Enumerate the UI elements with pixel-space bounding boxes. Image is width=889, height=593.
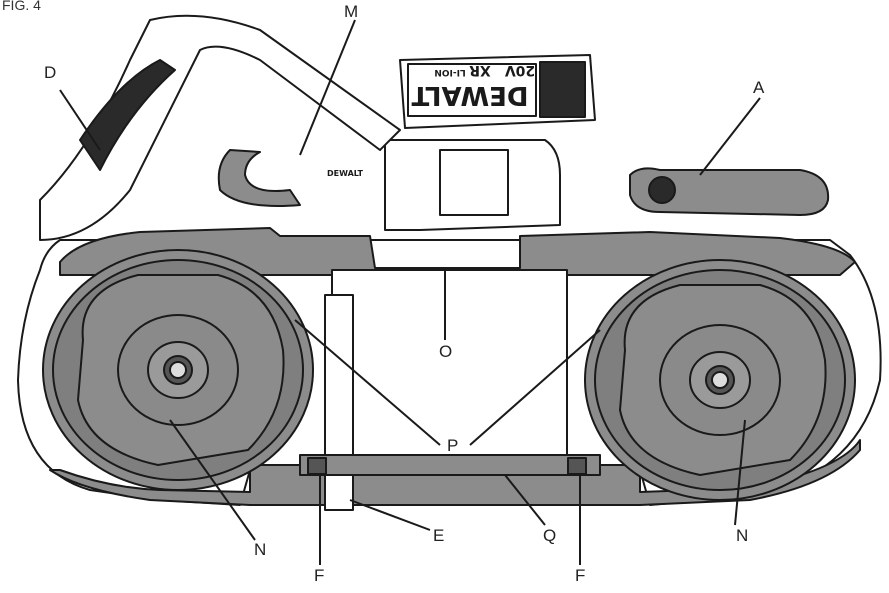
motor-panel	[439, 149, 509, 216]
blade-guard	[324, 294, 354, 511]
callout-e: E	[433, 526, 445, 545]
center-deck	[331, 269, 568, 466]
callout-f-left: F	[314, 566, 325, 585]
battery-stripe	[539, 61, 586, 118]
callout-f-right: F	[575, 566, 586, 585]
blade-guide-left	[307, 457, 327, 475]
callout-m: M	[344, 2, 359, 21]
battery-chemistry: LI-ION	[434, 67, 465, 77]
front-handle	[629, 167, 830, 216]
callout-a: A	[753, 78, 765, 97]
saw-blade	[299, 454, 601, 476]
callout-p: P	[447, 436, 459, 455]
battery-max-mark: XR	[469, 62, 491, 78]
handle-knob	[648, 176, 676, 204]
guard-label: DEWALT	[327, 169, 364, 178]
callout-q: Q	[543, 526, 557, 545]
callout-n-right: N	[736, 526, 749, 545]
handle-grip	[79, 59, 176, 171]
figure-label: FIG. 4	[2, 0, 41, 13]
callout-o: O	[439, 342, 453, 361]
right-wheel	[584, 259, 856, 501]
left-wheel	[42, 249, 314, 491]
callout-n-left: N	[254, 540, 267, 559]
battery-voltage: 20V	[505, 62, 535, 78]
rear-handle	[39, 14, 401, 241]
top-band	[59, 227, 856, 276]
trigger-loop	[217, 149, 301, 207]
battery-brand: DEWALT	[411, 80, 528, 110]
blade-guide-right	[567, 457, 587, 475]
callout-d: D	[44, 63, 57, 82]
